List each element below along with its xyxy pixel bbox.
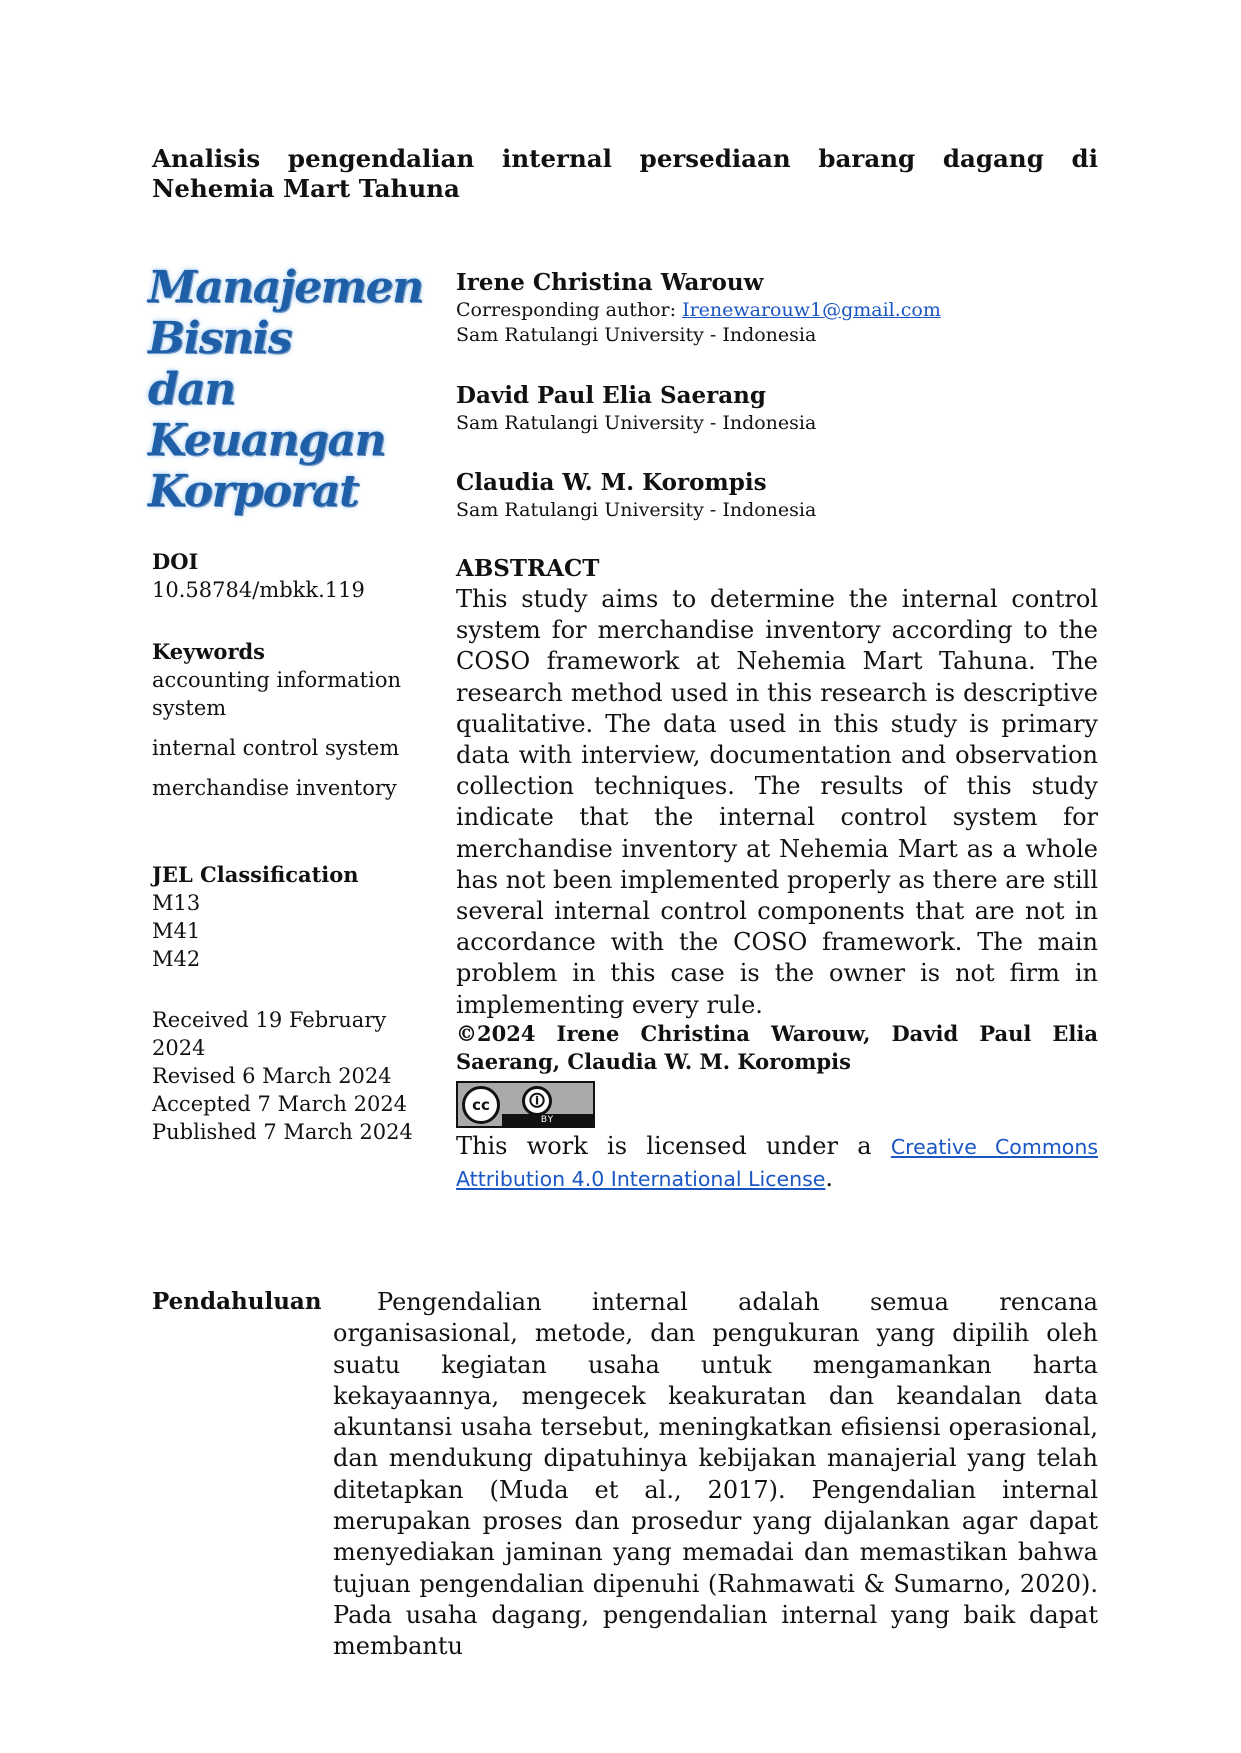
date-published: Published 7 March 2024	[152, 1120, 413, 1144]
author-affiliation: Sam Ratulangi University - Indonesia	[456, 412, 817, 434]
date-accepted: Accepted 7 March 2024	[152, 1092, 408, 1116]
by-label: BY	[502, 1114, 593, 1126]
doi-value: 10.58784/mbkk.119	[152, 578, 365, 602]
journal-logo-line: Manajemen	[148, 262, 424, 313]
section-body-text: Pengendalian internal adalah semua renca…	[333, 1288, 1098, 1661]
license-prefix: This work is licensed under a	[456, 1132, 891, 1160]
dates-block: Received 19 February 2024 Revised 6 Marc…	[152, 1006, 422, 1146]
person-icon: 🛈	[522, 1086, 552, 1116]
author-block: Irene Christina Warouw Corresponding aut…	[456, 268, 1098, 348]
keyword-item: accounting information system	[152, 668, 401, 720]
copyright-block: ©2024 Irene Christina Warouw, David Paul…	[456, 1020, 1098, 1076]
date-revised: Revised 6 March 2024	[152, 1064, 392, 1088]
journal-logo: Manajemen Bisnis dan Keuangan Korporat	[148, 262, 424, 517]
jel-block: JEL Classification M13 M41 M42	[152, 861, 422, 973]
author-name: David Paul Elia Saerang	[456, 382, 766, 409]
license-statement: This work is licensed under a Creative C…	[456, 1131, 1098, 1195]
abstract-text: This study aims to determine the interna…	[456, 585, 1098, 1019]
doi-block: DOI 10.58784/mbkk.119	[152, 548, 422, 604]
jel-code: M13	[152, 891, 201, 915]
jel-code: M42	[152, 947, 201, 971]
date-received: Received 19 February 2024	[152, 1008, 387, 1060]
author-name: Claudia W. M. Korompis	[456, 469, 767, 496]
keyword-item: merchandise inventory	[152, 776, 397, 800]
keywords-label: Keywords	[152, 639, 266, 664]
cc-by-license-badge[interactable]: cc 🛈 BY	[456, 1081, 595, 1128]
author-name: Irene Christina Warouw	[456, 269, 764, 296]
journal-logo-line: Korporat	[148, 466, 359, 517]
author-block: David Paul Elia Saerang Sam Ratulangi Un…	[456, 381, 1098, 436]
keywords-block: Keywords accounting information system i…	[152, 638, 422, 802]
corresponding-label: Corresponding author:	[456, 299, 683, 321]
jel-code: M41	[152, 919, 201, 943]
section-heading: Pendahuluan	[152, 1288, 322, 1315]
corresponding-author: Corresponding author: Irenewarouw1@gmail…	[456, 298, 1098, 323]
author-block: Claudia W. M. Korompis Sam Ratulangi Uni…	[456, 468, 1098, 523]
license-link[interactable]: Creative Commons Attribution 4.0 Interna…	[456, 1135, 1098, 1191]
author-email-link[interactable]: Irenewarouw1@gmail.com	[682, 299, 941, 321]
author-affiliation: Sam Ratulangi University - Indonesia	[456, 324, 817, 346]
cc-icon: cc	[462, 1086, 500, 1124]
abstract-heading: ABSTRACT	[456, 555, 600, 582]
abstract-block: ABSTRACT This study aims to determine th…	[456, 554, 1098, 1021]
journal-logo-line: dan	[148, 364, 236, 415]
author-affiliation: Sam Ratulangi University - Indonesia	[456, 499, 817, 521]
copyright-text: ©2024 Irene Christina Warouw, David Paul…	[456, 1021, 1098, 1074]
jel-label: JEL Classification	[152, 862, 359, 887]
paper-title: Analisis pengendalian internal persediaa…	[152, 144, 1098, 203]
journal-logo-line: Bisnis	[148, 313, 293, 364]
keyword-item: internal control system	[152, 736, 400, 760]
license-suffix: .	[825, 1164, 834, 1192]
journal-logo-line: Keuangan	[148, 415, 387, 466]
doi-label: DOI	[152, 549, 199, 574]
